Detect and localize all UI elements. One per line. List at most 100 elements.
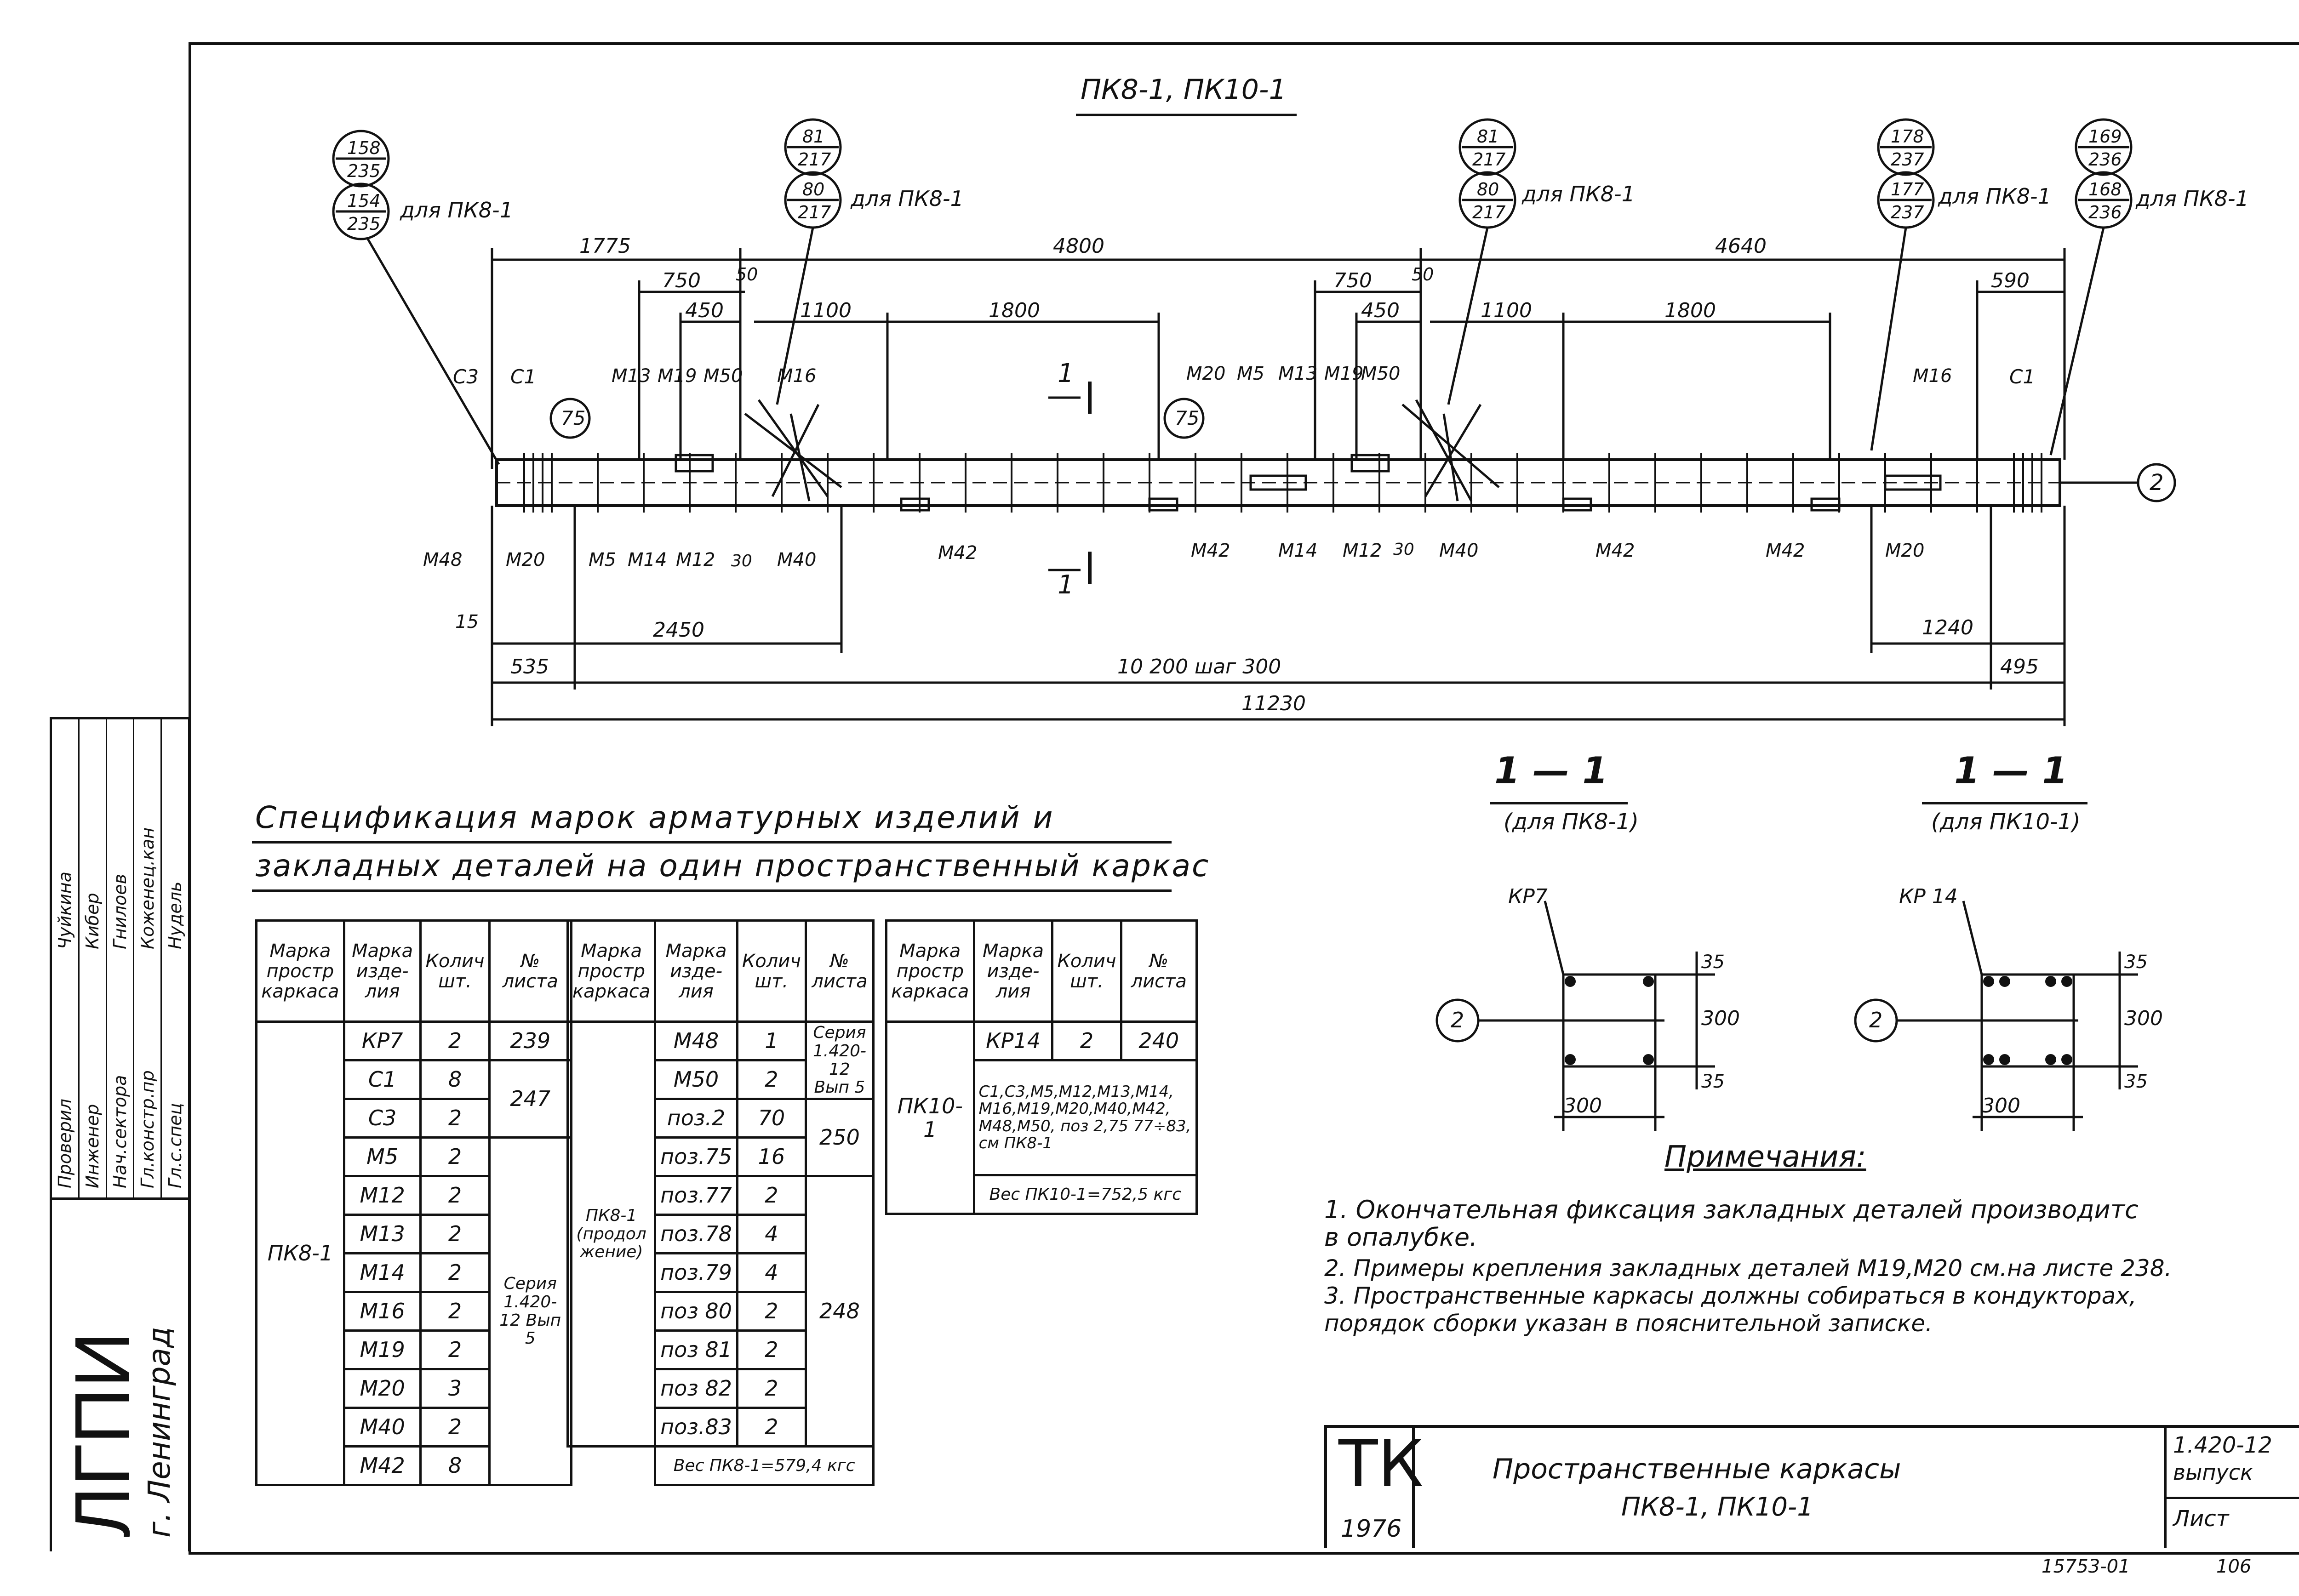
tb-title-1: Пространственные каркасы [1493, 1453, 1901, 1485]
callout-158: 158 [347, 138, 381, 158]
section-1-height: 300 [1701, 1007, 1740, 1030]
tb-tk: ТК [1338, 1427, 1424, 1502]
tb-issue: выпуск [2173, 1460, 2253, 1485]
mark-m13-mid: М13 [1278, 363, 1318, 384]
spec-title-line1: Спецификация марок арматурных изделий и [255, 800, 1055, 835]
callout-158-sheet: 235 [347, 161, 381, 181]
section-2-height: 300 [2124, 1007, 2163, 1030]
mark-m40-mid: М40 [1439, 540, 1479, 561]
t2-frame: ПК8-1 (продол жение) [566, 1020, 657, 1448]
table-cell: поз.78 [654, 1214, 738, 1254]
section-2-title: 1 — 1 [1954, 749, 2068, 792]
spec-table-pk8-1-cont: Марка простр каркаса Марка изде- лия Кол… [566, 919, 875, 1486]
section-2-cover-top: 35 [2124, 952, 2148, 973]
callout-81a-sheet: 217 [798, 149, 831, 170]
callout-80b-sheet: 217 [1472, 202, 1506, 222]
stamp-name-1: Кибер [82, 893, 103, 949]
stamp-name-3: Коженец.кан [137, 827, 158, 949]
stamp-role-0: Проверил [55, 1099, 75, 1188]
table-cell: 2 [419, 1214, 491, 1254]
table-cell: 2 [736, 1291, 807, 1332]
mark-m5-mid: М5 [1237, 363, 1264, 384]
table-cell: 1 [736, 1020, 807, 1061]
mark-m50-mid: М50 [1361, 363, 1401, 384]
table-cell: поз 81 [654, 1329, 738, 1370]
table-cell: М20 [343, 1368, 422, 1409]
section-1-title: 1 — 1 [1494, 749, 1608, 792]
t3-frame: ПК10-1 [885, 1020, 975, 1215]
t3-list: С1,С3,М5,М12,М13,М14, М16,М19,М20,М40,М4… [972, 1059, 1198, 1176]
table-cell: М13 [343, 1214, 422, 1254]
section-mark-bottom: 1 [1058, 570, 1074, 600]
dim-1800a: 1800 [989, 299, 1040, 322]
section-2-axis: 2 [1869, 1008, 1883, 1032]
table-cell: КР14 [972, 1020, 1054, 1061]
dim-2450: 2450 [653, 618, 704, 642]
section-mark-top: 1 [1058, 359, 1074, 388]
table-cell: 8 [419, 1059, 491, 1100]
section-1-subtitle: (для ПК8-1) [1504, 809, 1639, 835]
section-1-rule [1490, 802, 1628, 804]
callout-r1-note: для ПК8-1 [1938, 184, 2051, 209]
note-2: 2. Примеры крепления закладных деталей М… [1324, 1255, 2172, 1282]
t3-weight: Вес ПК10-1=752,5 кгс [972, 1174, 1198, 1215]
table-cell: поз.75 [654, 1136, 738, 1177]
note-3: 3. Пространственные каркасы должны собир… [1324, 1282, 2137, 1309]
mark-m12-left: М12 [676, 549, 715, 570]
dim-450b: 450 [1361, 299, 1400, 322]
table-cell: 247 [488, 1059, 573, 1139]
dim-50b: 50 [1412, 264, 1434, 285]
table-cell: 2 [419, 1291, 491, 1332]
section-2-rule [1922, 802, 2087, 804]
spec-title-rule [252, 841, 1172, 844]
stamp-role-3: Гл.констр.пр [137, 1070, 158, 1188]
table-cell: 2 [736, 1329, 807, 1370]
section-1-width: 300 [1563, 1094, 1602, 1117]
callout-168-sheet: 236 [2088, 202, 2122, 222]
table-cell: М40 [343, 1407, 422, 1448]
callout-81a: 81 [802, 126, 825, 147]
callout-178-sheet: 237 [1891, 149, 1924, 170]
callout-178: 178 [1891, 126, 1924, 147]
dim-11230: 11230 [1241, 692, 1306, 715]
spec-table-pk8-1: Марка простр каркаса Марка изде- лия Кол… [255, 919, 573, 1486]
tb-divider-1 [1412, 1428, 1415, 1548]
pos-75-left: 75 [561, 407, 586, 429]
callout-169: 169 [2088, 126, 2122, 147]
table-cell: 8 [419, 1445, 491, 1486]
table-cell: поз 80 [654, 1291, 738, 1332]
section-1-label: КР7 [1508, 885, 1548, 908]
section-2-cover-bottom: 35 [2124, 1071, 2148, 1092]
t2-weight: Вес ПК8-1=579,4 кгс [654, 1445, 875, 1486]
th-item-3: Марка изде- лия [972, 919, 1054, 1023]
mark-c1-left: С1 [510, 365, 537, 388]
callout-80a: 80 [802, 179, 825, 200]
table-cell: 2 [419, 1252, 491, 1293]
footer-page: 106 [2216, 1556, 2252, 1577]
mark-m19-mid: М19 [1324, 363, 1364, 384]
table-cell: 70 [736, 1098, 807, 1139]
th-item: Марка изде- лия [343, 919, 422, 1023]
tb-title-2: ПК8-1, ПК10-1 [1621, 1492, 1813, 1522]
callout-81b: 81 [1477, 126, 1499, 147]
table-cell: С1 [343, 1059, 422, 1100]
mark-c3: С3 [453, 365, 479, 388]
title-block: ТК 1976 Пространственные каркасы ПК8-1, … [1324, 1425, 2299, 1548]
th-qty-2: Колич шт. [736, 919, 807, 1023]
table-cell: Серия 1.420-12 Вып 5 [804, 1020, 875, 1100]
callout-r2-note: для ПК8-1 [2136, 186, 2249, 211]
dim-1240: 1240 [1922, 616, 1973, 639]
table-cell: М5 [343, 1136, 422, 1177]
callout-154-sheet: 235 [347, 214, 381, 234]
th-sheet: № листа [488, 919, 573, 1023]
section-2-width: 300 [1982, 1094, 2020, 1117]
tb-divider-2 [2164, 1428, 2167, 1548]
mark-m19-left: М19 [658, 365, 697, 387]
section-1-axis: 2 [1451, 1008, 1464, 1032]
callout-177-sheet: 237 [1891, 202, 1924, 222]
pos-75-right: 75 [1175, 407, 1200, 429]
mark-m40-left: М40 [777, 549, 817, 570]
note-1b: в опалубке. [1324, 1223, 1478, 1252]
callout-c2-note: для ПК8-1 [1522, 182, 1635, 206]
table-cell: 2 [419, 1136, 491, 1177]
